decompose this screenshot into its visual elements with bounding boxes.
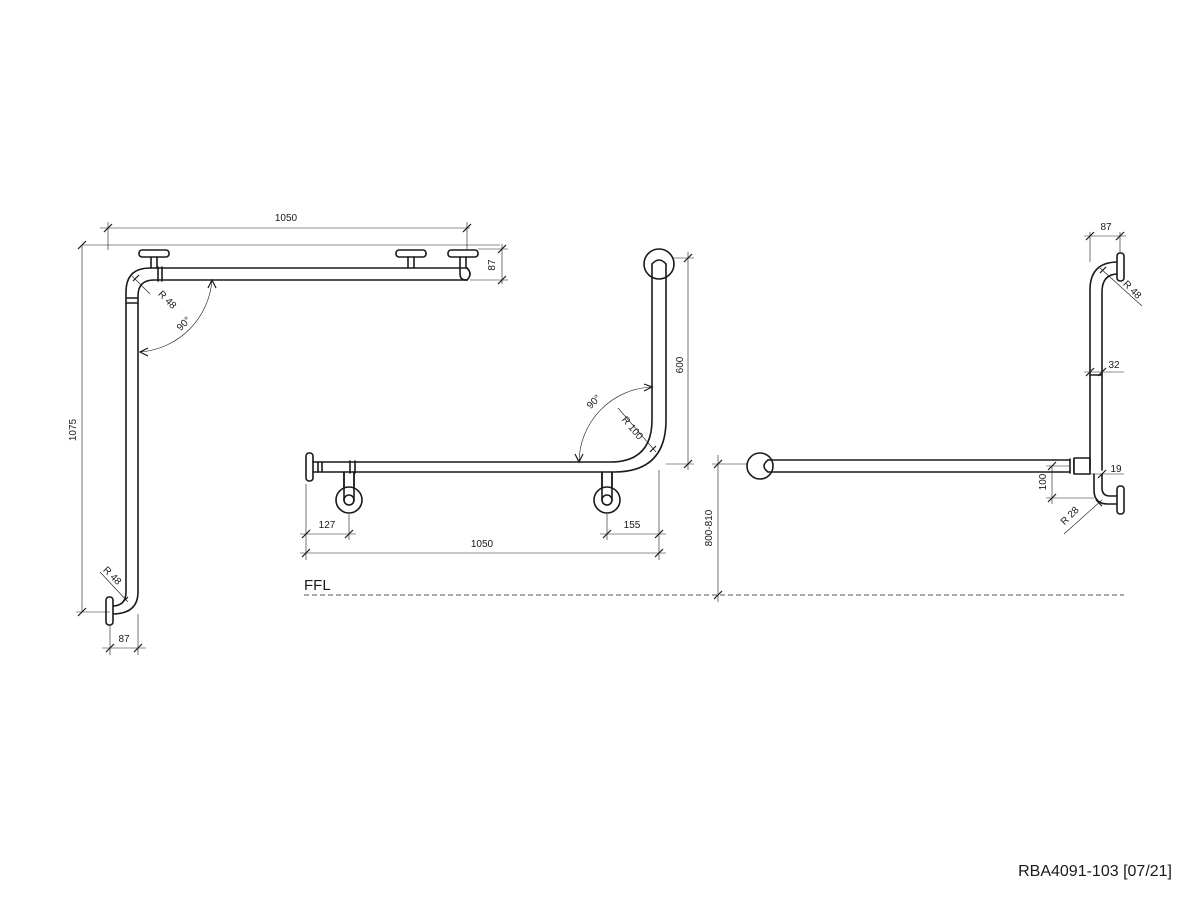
front-post-1-flange — [335, 486, 363, 514]
front-post-2-flange — [593, 486, 621, 514]
left-flange-1 — [138, 249, 170, 258]
radius-leader — [99, 571, 129, 603]
arrow-head — [643, 383, 654, 392]
front-rail-outer — [354, 263, 653, 463]
dim-tick — [1085, 231, 1095, 241]
mount-height-dim: 800-810 — [704, 509, 715, 546]
drawing-code: RBA4091-103 [07/21] — [1018, 863, 1172, 880]
dim-tick — [301, 529, 311, 539]
radius-leader — [617, 407, 657, 453]
floor-reference: FFL 800-810 — [304, 455, 1124, 602]
side-bend-radius-top: R 48 — [1120, 279, 1143, 302]
side-flange-depth: 87 — [1100, 222, 1112, 233]
front-top-flange-outer — [643, 248, 675, 280]
dim-tick — [1097, 469, 1107, 479]
left-flange-3 — [447, 249, 479, 258]
side-top-flange — [1116, 252, 1125, 282]
dim-tick — [1095, 499, 1103, 507]
side-end-cap — [763, 459, 769, 473]
side-bracket-dim: 100 — [1038, 473, 1049, 490]
side-bracket-inner — [1101, 473, 1119, 497]
front-angle: 90° — [585, 393, 603, 411]
front-bend-radius: R 100 — [619, 415, 645, 443]
front-left-offset: 127 — [319, 520, 336, 531]
left-rail-inner — [111, 279, 468, 615]
side-offset-dim: 19 — [1110, 464, 1122, 475]
dim-tick — [133, 643, 143, 653]
dim-tick — [713, 459, 723, 469]
dim-tick — [683, 253, 693, 263]
left-rail-outer — [111, 267, 468, 607]
side-junction — [1073, 457, 1091, 475]
radius-leader — [1063, 499, 1103, 535]
arrow-head — [574, 453, 584, 464]
front-top-cap — [651, 259, 667, 265]
dim-tick — [1097, 367, 1107, 377]
dim-tick — [713, 590, 723, 600]
front-right-offset: 155 — [624, 520, 641, 531]
radius-leader — [1099, 267, 1143, 307]
dim-tick — [132, 274, 140, 282]
angle-arc — [578, 386, 653, 463]
dim-tick — [121, 596, 129, 604]
ffl-label: FFL — [304, 577, 331, 594]
left-rail-end — [466, 267, 471, 281]
left-flange-depth-bottom: 87 — [118, 634, 130, 645]
side-bottom-flange — [1116, 485, 1125, 515]
side-bend-radius-bottom: R 28 — [1059, 505, 1082, 528]
dim-tick — [497, 244, 507, 254]
dim-tick — [344, 529, 354, 539]
front-rail-inner — [354, 263, 667, 473]
dim-tick — [1085, 367, 1095, 377]
dim-tick — [649, 445, 657, 453]
side-tube-dim: 32 — [1108, 360, 1120, 371]
left-height-dim: 1075 — [68, 418, 79, 441]
front-vertical-dim: 600 — [675, 356, 686, 373]
dim-tick — [77, 240, 87, 250]
front-view: 600 R 100 90° 127 155 1050 — [300, 248, 694, 560]
arrow-head — [207, 278, 217, 289]
left-flange-2 — [395, 249, 427, 258]
dim-tick — [683, 459, 693, 469]
left-view: 1050 1075 87 87 R 48 R 48 90° — [68, 213, 508, 655]
side-vert-outer — [1089, 261, 1119, 471]
arrow-head — [138, 347, 149, 357]
angle-arc — [139, 279, 213, 353]
dim-tick — [1047, 493, 1057, 503]
dim-tick — [1047, 461, 1057, 471]
side-vert-inner — [1101, 273, 1119, 471]
dim-tick — [654, 529, 664, 539]
front-length-dim: 1050 — [471, 539, 494, 550]
side-bracket-outer — [1093, 473, 1119, 505]
side-end-flange — [746, 452, 774, 480]
dim-tick — [462, 223, 472, 233]
dim-tick — [77, 607, 87, 617]
dim-tick — [105, 643, 115, 653]
dim-tick — [497, 275, 507, 285]
side-view: 87 R 48 32 19 100 R 28 — [746, 222, 1143, 535]
dim-tick — [654, 548, 664, 558]
front-left-flange — [305, 452, 314, 482]
dim-tick — [1115, 231, 1125, 241]
left-angle: 90° — [175, 315, 193, 333]
left-width-dim: 1050 — [275, 213, 298, 224]
dim-tick — [602, 529, 612, 539]
left-bend-radius-top: R 48 — [155, 289, 178, 312]
left-flange-depth-top: 87 — [487, 259, 498, 271]
dim-tick — [103, 223, 113, 233]
dim-tick — [301, 548, 311, 558]
left-flange-bottom — [105, 596, 114, 626]
dim-tick — [1099, 266, 1107, 274]
left-flange-3-stem — [459, 256, 467, 281]
